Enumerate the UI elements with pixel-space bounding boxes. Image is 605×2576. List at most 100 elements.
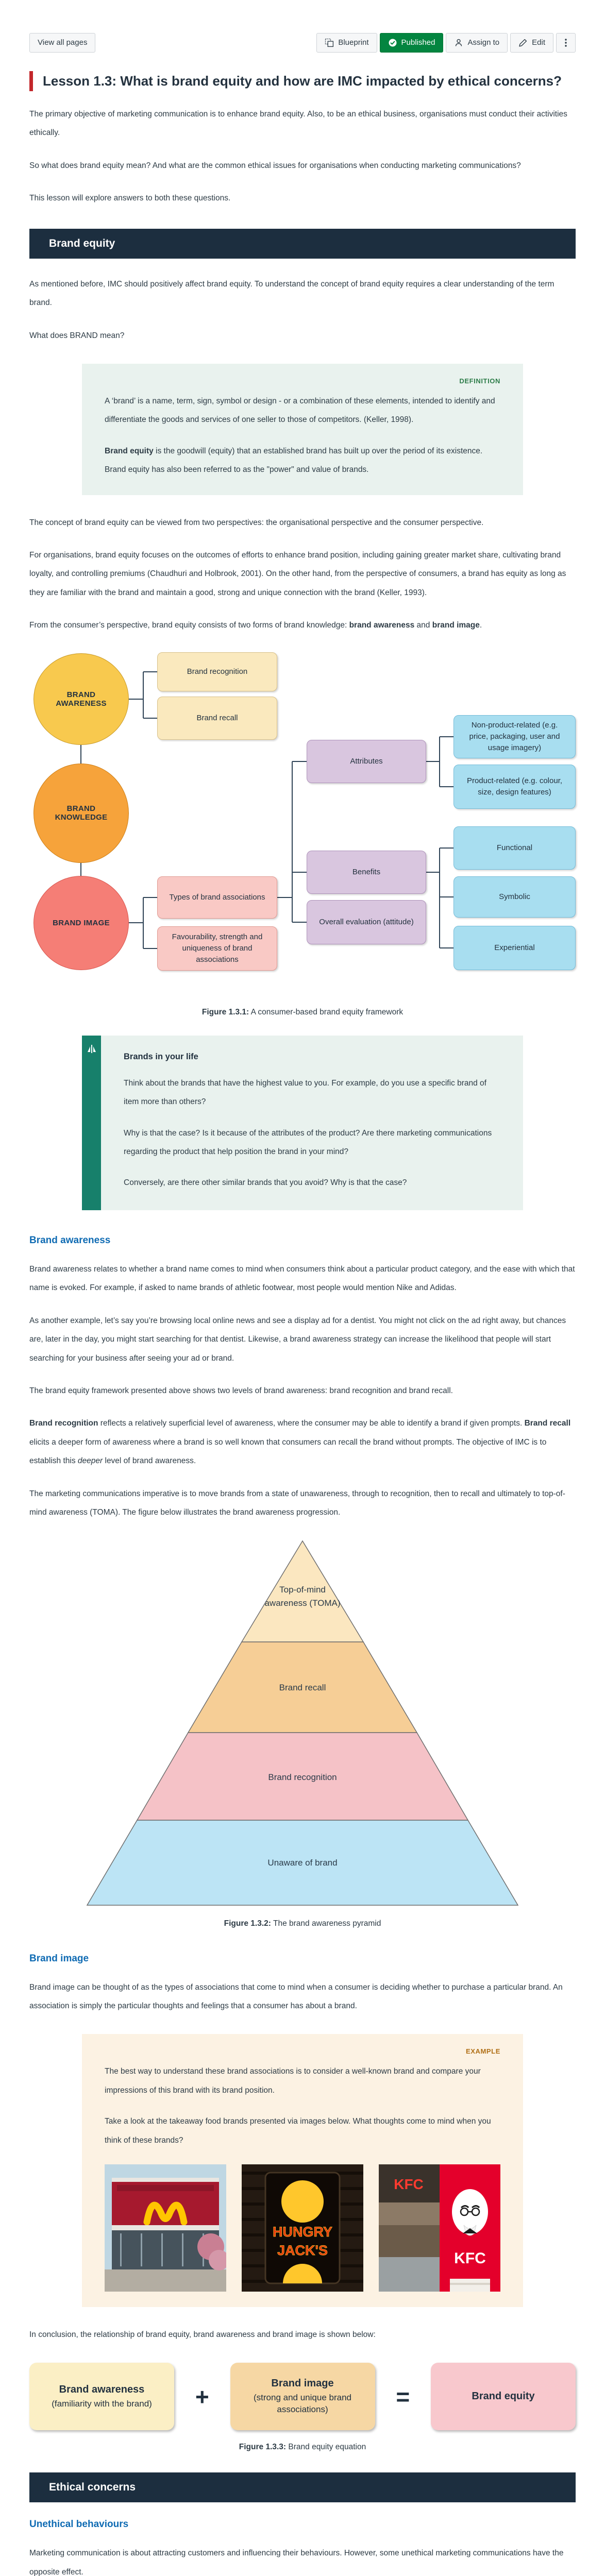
paragraph: For organisations, brand equity focuses … xyxy=(29,551,566,597)
figure1-node-functional: Functional xyxy=(453,826,576,870)
paragraph: The concept of brand equity can be viewe… xyxy=(29,518,484,527)
hungry-jacks-image: HUNGRY JACK'S xyxy=(242,2164,363,2292)
figure1-node-non-product-related: Non-product-related (e.g. price, packagi… xyxy=(453,715,576,758)
activity-box: Brands in your life Think about the bran… xyxy=(82,1035,523,1210)
section-banner-brand-equity: Brand equity xyxy=(29,228,576,259)
figure1-node-types-of-brand-associations: Types of brand associations xyxy=(157,876,277,919)
equation-box-subtitle: (familiarity with the brand) xyxy=(52,2398,152,2409)
brand-image-strip: HUNGRY JACK'S KFC xyxy=(105,2164,500,2292)
blueprint-button[interactable]: Blueprint xyxy=(316,33,377,53)
activity-bar xyxy=(82,1035,101,1210)
figure1-connectors xyxy=(80,671,453,949)
section-banner-ethical-concerns: Ethical concerns xyxy=(29,2472,576,2503)
assign-to-label: Assign to xyxy=(467,38,500,47)
figure1-node-brand-recognition: Brand recognition xyxy=(157,652,277,691)
toolbar: View all pages Blueprint Published Assig… xyxy=(29,33,576,53)
figure1-node-brand-knowledge: BRAND KNOWLEDGE xyxy=(33,763,129,863)
heading-unethical-behaviours: Unethical behaviours xyxy=(29,2519,129,2530)
blueprint-label: Blueprint xyxy=(338,38,369,47)
check-circle-icon xyxy=(388,38,397,47)
activity-content: Brands in your life Think about the bran… xyxy=(101,1035,523,1210)
paragraph: The brand equity framework presented abo… xyxy=(29,1386,453,1395)
equation-box-brand-equity: Brand equity xyxy=(431,2363,576,2431)
intro-paragraph: The primary objective of marketing commu… xyxy=(29,110,567,138)
equation-box-title: Brand awareness xyxy=(59,2383,145,2395)
blueprint-icon xyxy=(325,38,334,47)
paragraph: As mentioned before, IMC should positive… xyxy=(29,279,554,308)
equals-sign: = xyxy=(396,2383,410,2410)
assign-to-button[interactable]: Assign to xyxy=(446,33,508,53)
figure-caption: Figure 1.3.2: The brand awareness pyrami… xyxy=(224,1919,381,1928)
mcdonalds-image xyxy=(105,2164,226,2292)
equation-box-brand-image: Brand image (strong and unique brand ass… xyxy=(230,2363,375,2431)
published-button[interactable]: Published xyxy=(379,33,444,53)
figure1-node-overall-evaluation: Overall evaluation (attitude) xyxy=(307,900,426,944)
equation-box-subtitle: (strong and unique brand associations) xyxy=(254,2392,351,2415)
plus-sign: + xyxy=(195,2383,209,2410)
example-label: EXAMPLE xyxy=(465,2047,500,2056)
definition-label: DEFINITION xyxy=(459,377,500,385)
activity-text: Think about the brands that have the hig… xyxy=(124,1078,486,1107)
toolbar-actions: Blueprint Published Assign to Edit xyxy=(316,33,576,53)
equation-box-brand-awareness: Brand awareness (familiarity with the br… xyxy=(29,2363,174,2431)
conclusion-paragraph: In conclusion, the relationship of brand… xyxy=(29,2330,376,2340)
pyramid-level-brand-recall: Brand recall xyxy=(279,1682,326,1692)
accent-bar xyxy=(29,71,33,91)
example-text: Take a look at the takeaway food brands … xyxy=(105,2117,491,2145)
figure1-node-attributes: Attributes xyxy=(307,739,426,783)
published-label: Published xyxy=(401,38,435,47)
pyramid-shape xyxy=(86,1540,519,1906)
hungry-jacks-sign-text: JACK'S xyxy=(277,2243,328,2258)
figure1-node-brand-image: BRAND IMAGE xyxy=(33,875,129,970)
person-icon xyxy=(454,38,463,47)
edit-label: Edit xyxy=(532,38,545,47)
edit-button[interactable]: Edit xyxy=(510,33,553,53)
activity-title: Brands in your life xyxy=(124,1052,198,1061)
page-title-row: Lesson 1.3: What is brand equity and how… xyxy=(29,71,576,91)
figure-caption: Figure 1.3.1: A consumer-based brand equ… xyxy=(201,1007,404,1016)
figure-brand-equity-equation: Brand awareness (familiarity with the br… xyxy=(29,2363,576,2431)
example-text: The best way to understand these brand a… xyxy=(105,2067,481,2095)
pyramid-level-brand-recognition: Brand recognition xyxy=(268,1772,337,1782)
hungry-jacks-sign-text: HUNGRY xyxy=(273,2224,332,2240)
figure1-node-benefits: Benefits xyxy=(307,850,426,894)
equation-box-title: Brand equity xyxy=(472,2391,535,2402)
kebab-menu-icon xyxy=(564,38,567,47)
figure-brand-equity-framework: BRAND AWARENESS BRAND KNOWLEDGE BRAND IM… xyxy=(29,649,576,995)
definition-text: A ‘brand’ is a name, term, sign, symbol … xyxy=(105,396,495,425)
definition-text: Brand equity is the goodwill (equity) th… xyxy=(105,446,483,474)
pyramid-level-unaware: Unaware of brand xyxy=(267,1857,338,1868)
heading-brand-awareness: Brand awareness xyxy=(29,1234,111,1246)
pencil-icon xyxy=(518,38,528,47)
paragraph: As another example, let’s say you’re bro… xyxy=(29,1316,566,1363)
paragraph: What does BRAND mean? xyxy=(29,331,125,340)
activity-text: Why is that the case? Is it because of t… xyxy=(124,1128,492,1157)
page-title: Lesson 1.3: What is brand equity and how… xyxy=(43,73,562,89)
figure1-node-symbolic: Symbolic xyxy=(453,876,576,918)
paragraph: Brand recognition reflects a relatively … xyxy=(29,1419,571,1466)
example-box-brands: EXAMPLE The best way to understand these… xyxy=(82,2034,523,2308)
figure1-node-brand-recall: Brand recall xyxy=(157,696,277,740)
figure1-node-favourability: Favourability, strength and uniqueness o… xyxy=(157,926,277,971)
figure1-node-experiential: Experiential xyxy=(453,925,576,970)
view-all-pages-button[interactable]: View all pages xyxy=(29,33,96,53)
intro-paragraph: This lesson will explore answers to both… xyxy=(29,194,231,203)
activity-text: Conversely, are there other similar bran… xyxy=(124,1178,407,1188)
paragraph: The marketing communications imperative … xyxy=(29,1489,565,1517)
definition-box: DEFINITION A ‘brand’ is a name, term, si… xyxy=(82,363,523,495)
figure-brand-awareness-pyramid: Top-of-mind awareness (TOMA) Brand recal… xyxy=(86,1538,519,1907)
paragraph: Brand awareness relates to whether a bra… xyxy=(29,1264,575,1293)
paragraph: Brand image can be thought of as the typ… xyxy=(29,1982,563,2010)
intro-paragraph: So what does brand equity mean? And what… xyxy=(29,161,521,170)
kfc-neon-sign-text: KFC xyxy=(394,2176,424,2192)
heading-brand-image: Brand image xyxy=(29,1953,89,1964)
figure1-node-brand-awareness: BRAND AWARENESS xyxy=(33,653,129,745)
compare-icon xyxy=(87,1044,97,1210)
paragraph: From the consumer’s perspective, brand e… xyxy=(29,621,482,630)
figure-caption: Figure 1.3.3: Brand equity equation xyxy=(239,2443,366,2452)
pyramid-level-toma: Top-of-mind awareness (TOMA) xyxy=(264,1584,341,1608)
figure1-node-product-related: Product-related (e.g. colour, size, desi… xyxy=(453,764,576,809)
more-options-button[interactable] xyxy=(556,33,576,53)
equation-box-title: Brand image xyxy=(271,2377,334,2389)
